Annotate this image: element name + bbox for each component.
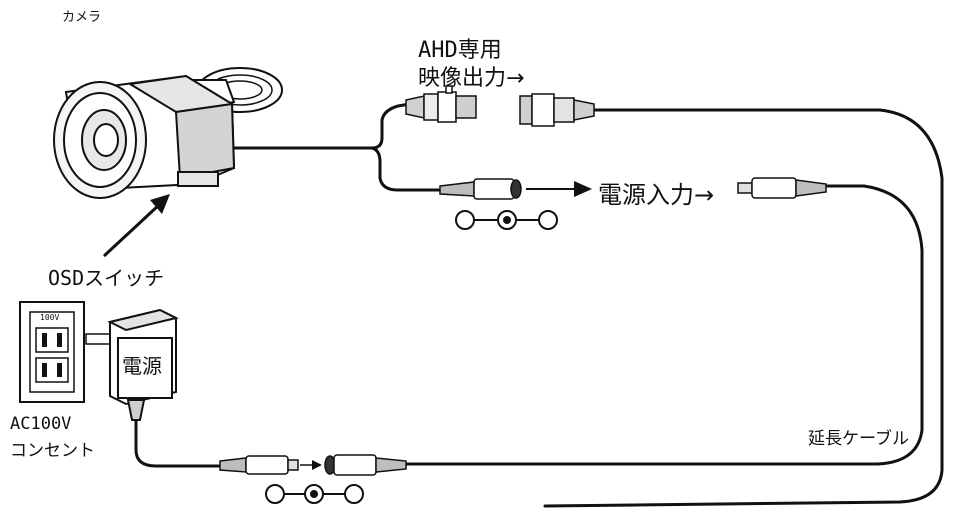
camera-cable (230, 102, 412, 150)
power-input-label: 電源入力→ (598, 181, 715, 209)
camera-power-branch (370, 146, 442, 192)
ahd-video-output-label-line2: 映像出力→ (418, 66, 525, 91)
ahd-video-output-label-line1: AHD専用 (418, 38, 502, 63)
bnc-connector-icon (519, 93, 595, 127)
extension-cable-label: 延長ケーブル (808, 429, 909, 449)
outlet-label-line1: AC100V (10, 414, 72, 434)
camera-label: カメラ (62, 10, 102, 25)
arrow-icon (526, 181, 592, 197)
cables (134, 102, 944, 508)
dc-jack-icon (324, 454, 407, 476)
osd-pointer-arrow (102, 194, 170, 258)
dc-jack-icon (439, 178, 522, 200)
dc-plug-icon (219, 455, 299, 475)
video-extension-cable (543, 108, 944, 508)
outlet-voltage-label: 100V (40, 313, 60, 322)
dc-plug-icon (737, 177, 827, 199)
outlet-label-line2: コンセント (10, 441, 95, 461)
camera-icon (53, 67, 283, 199)
arrow-icon (300, 460, 322, 470)
polarity-symbol-icon (265, 484, 364, 504)
osd-switch-label: OSDスイッチ (48, 266, 165, 290)
power-extension-cable (404, 184, 924, 466)
power-outlet-icon (19, 301, 85, 403)
power-adapter-icon (85, 308, 179, 421)
adapter-label: 電源 (122, 354, 162, 378)
polarity-symbol-icon (455, 210, 558, 230)
bnc-connector-icon (405, 85, 477, 123)
adapter-cable (134, 418, 222, 468)
